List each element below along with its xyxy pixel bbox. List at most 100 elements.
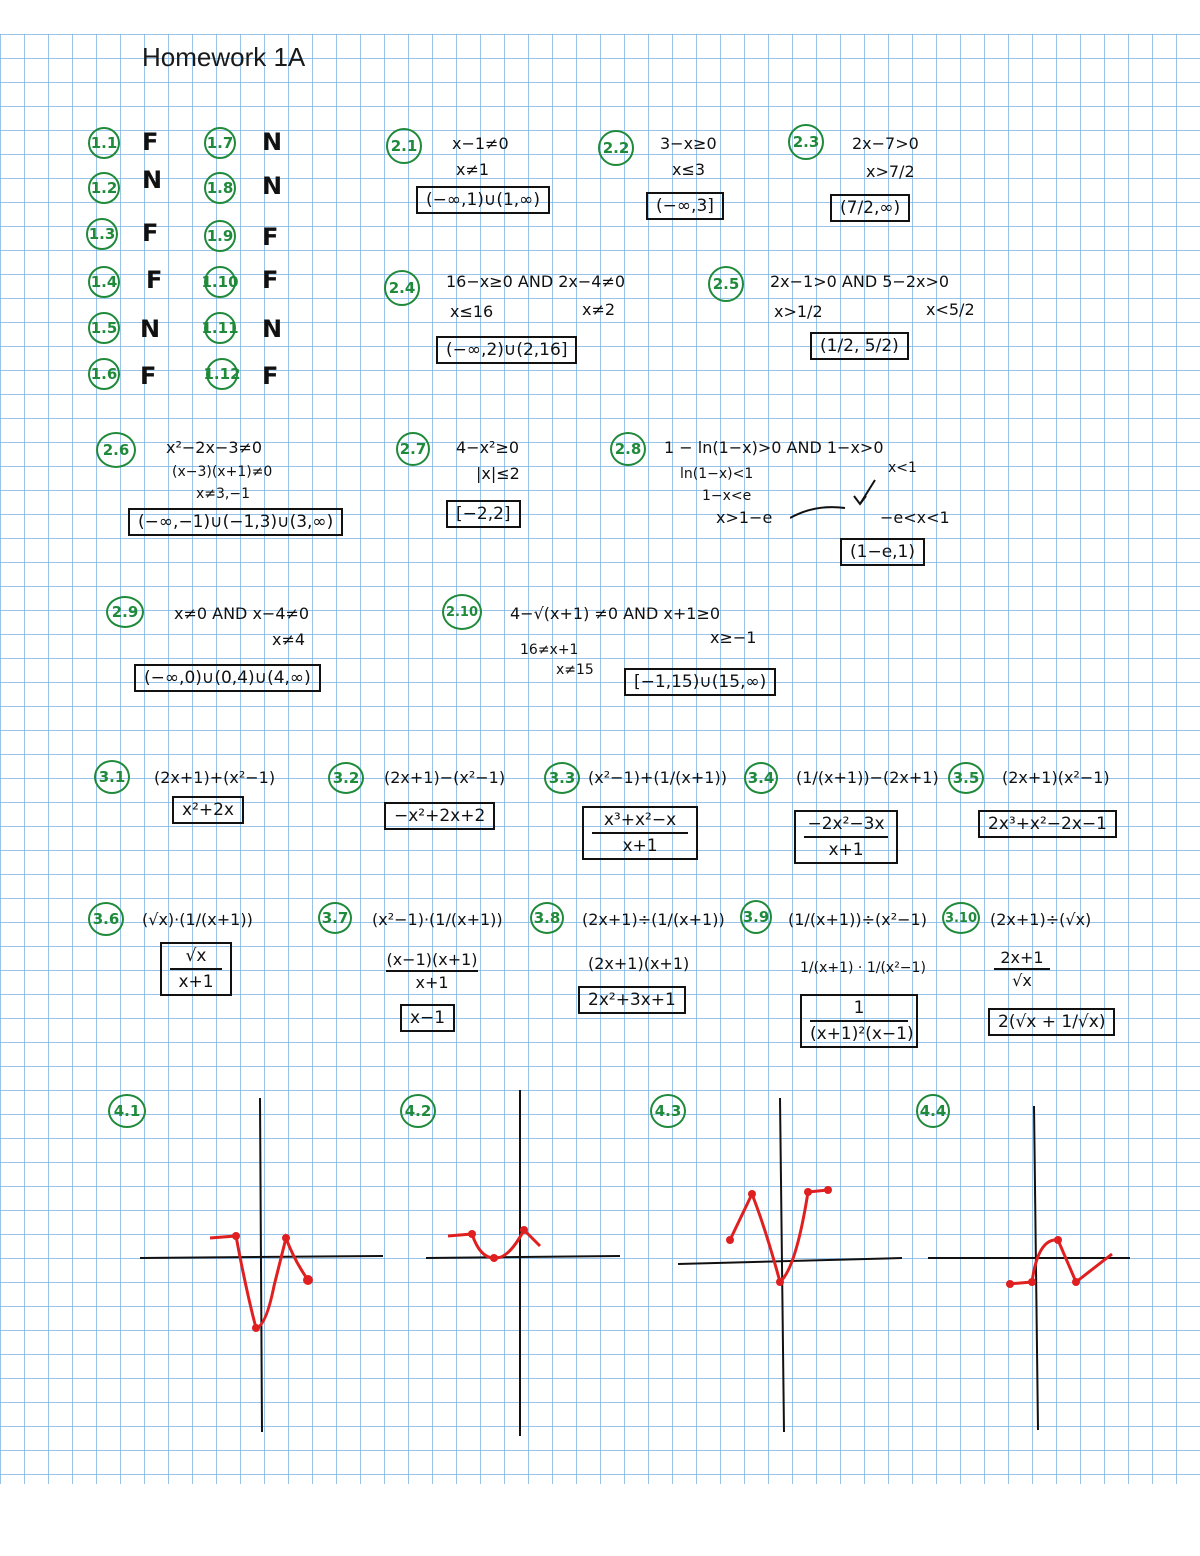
y-axis bbox=[259, 1097, 263, 1433]
point-marker bbox=[232, 1232, 240, 1240]
answer: N bbox=[262, 172, 283, 200]
work-fraction: (x−1)(x+1) x+1 bbox=[386, 950, 478, 992]
point-marker bbox=[1072, 1278, 1080, 1286]
work-line: (2x+1)(x+1) bbox=[588, 954, 690, 973]
work-line: −e<x<1 bbox=[880, 508, 950, 527]
work-line: 2x−7>0 bbox=[852, 134, 919, 153]
work-line: 1−x<e bbox=[702, 488, 752, 504]
problem-number: 1.9 bbox=[204, 220, 236, 252]
answer-box: [−2,2] bbox=[446, 500, 521, 528]
answer-box: 2x²+3x+1 bbox=[578, 986, 686, 1014]
answer: F bbox=[146, 266, 163, 294]
work-line: x≥−1 bbox=[710, 628, 757, 647]
answer: F bbox=[142, 128, 159, 156]
work-line: (x−3)(x+1)≠0 bbox=[172, 464, 273, 480]
work-line: x≠1 bbox=[456, 160, 490, 179]
answer-box: (−∞,0)∪(0,4)∪(4,∞) bbox=[134, 664, 321, 692]
sketch-graph bbox=[928, 1105, 1130, 1431]
function-curve bbox=[1007, 1238, 1113, 1286]
answer: N bbox=[142, 166, 163, 194]
numerator: 2x+1 bbox=[1000, 948, 1044, 967]
problem-number: 1.8 bbox=[204, 172, 236, 204]
problem-number: 4.4 bbox=[916, 1094, 950, 1128]
problem-number: 2.5 bbox=[708, 266, 744, 302]
work-line: 4−√(x+1) ≠0 AND x+1≥0 bbox=[510, 604, 721, 623]
answer-box: (1−e,1) bbox=[840, 538, 926, 566]
expression: (√x)·(1/(x+1)) bbox=[142, 910, 253, 929]
expression: (2x+1)÷(√x) bbox=[990, 910, 1092, 929]
work-line: 16−x≥0 AND 2x−4≠0 bbox=[446, 272, 626, 291]
problem-number: 1.6 bbox=[88, 358, 120, 390]
work-line: x>1/2 bbox=[774, 302, 823, 321]
answer: F bbox=[262, 266, 279, 294]
problem-number: 1.5 bbox=[88, 312, 120, 344]
problem-number: 2.3 bbox=[788, 124, 824, 160]
problem-number: 1.12 bbox=[204, 358, 241, 390]
problem-number: 3.3 bbox=[544, 762, 580, 794]
problem-number: 3.6 bbox=[88, 902, 124, 936]
sketch-graph bbox=[677, 1097, 903, 1433]
denominator: x+1 bbox=[622, 836, 658, 856]
point-marker bbox=[490, 1254, 498, 1262]
problem-number: 2.1 bbox=[386, 128, 422, 164]
problem-number: 3.10 bbox=[942, 902, 980, 934]
problem-number: 1.1 bbox=[88, 127, 120, 159]
numerator: x³+x²−x bbox=[603, 810, 677, 830]
work-line: 1 − ln(1−x)>0 AND 1−x>0 bbox=[664, 438, 884, 457]
answer: F bbox=[262, 223, 279, 251]
point-marker bbox=[1028, 1278, 1036, 1286]
problem-number: 3.9 bbox=[740, 900, 772, 934]
answer-box: (−∞,1)∪(1,∞) bbox=[416, 186, 550, 214]
problem-number: 1.10 bbox=[202, 266, 239, 298]
work-fraction: 2x+1 √x bbox=[994, 948, 1050, 990]
expression: (2x+1)+(x²−1) bbox=[154, 768, 276, 787]
denominator: x+1 bbox=[828, 840, 864, 860]
answer-box: x²+2x bbox=[172, 796, 244, 824]
problem-number: 2.10 bbox=[442, 594, 482, 630]
expression: (2x+1)÷(1/(x+1)) bbox=[582, 910, 725, 929]
denominator: x+1 bbox=[178, 972, 214, 992]
numerator: 1 bbox=[853, 998, 865, 1018]
point-marker bbox=[468, 1230, 476, 1238]
point-marker bbox=[282, 1234, 290, 1242]
point-marker bbox=[520, 1226, 528, 1234]
answer-box: −x²+2x+2 bbox=[384, 802, 496, 830]
work-line: x<5/2 bbox=[926, 300, 975, 319]
answer-box: x³+x²−x x+1 bbox=[582, 806, 698, 860]
numerator: √x bbox=[185, 946, 207, 966]
answer-box: √x x+1 bbox=[160, 942, 232, 996]
function-curve bbox=[209, 1232, 310, 1330]
work-line: x>1−e bbox=[716, 508, 773, 527]
denominator: (x+1)²(x−1) bbox=[810, 1024, 914, 1044]
expression: (x²−1)·(1/(x+1)) bbox=[372, 910, 503, 929]
point-marker bbox=[252, 1324, 260, 1332]
answer-box: 1 (x+1)²(x−1) bbox=[800, 994, 918, 1048]
point-marker bbox=[1006, 1280, 1014, 1288]
denominator: √x bbox=[1012, 971, 1032, 990]
work-line: 3−x≥0 bbox=[660, 134, 717, 153]
x-axis bbox=[425, 1255, 621, 1259]
problem-number: 2.2 bbox=[598, 130, 634, 166]
graph-paper bbox=[0, 34, 1200, 1484]
problem-number: 2.8 bbox=[610, 432, 646, 466]
answer-box: −2x²−3x x+1 bbox=[794, 810, 898, 864]
answer: N bbox=[140, 315, 161, 343]
problem-number: 3.1 bbox=[94, 760, 130, 794]
work-line: 1/(x+1) · 1/(x²−1) bbox=[800, 960, 926, 976]
point-marker bbox=[776, 1278, 784, 1286]
point-marker bbox=[748, 1190, 756, 1198]
work-line: x≠3,−1 bbox=[196, 486, 251, 502]
answer-box: (−∞,3] bbox=[646, 192, 724, 220]
answer-box: x−1 bbox=[400, 1004, 456, 1032]
work-line: 2x−1>0 AND 5−2x>0 bbox=[770, 272, 950, 291]
sketch-graph bbox=[425, 1090, 621, 1436]
work-line: x≤16 bbox=[450, 302, 494, 321]
expression: (1/(x+1))÷(x²−1) bbox=[788, 910, 927, 929]
problem-number: 3.7 bbox=[318, 902, 352, 934]
function-curve bbox=[447, 1227, 542, 1260]
expression: (2x+1)(x²−1) bbox=[1002, 768, 1110, 787]
answer: F bbox=[140, 362, 157, 390]
sketch-graph bbox=[139, 1097, 384, 1433]
problem-number: 3.8 bbox=[530, 902, 564, 934]
expression: (2x+1)−(x²−1) bbox=[384, 768, 506, 787]
